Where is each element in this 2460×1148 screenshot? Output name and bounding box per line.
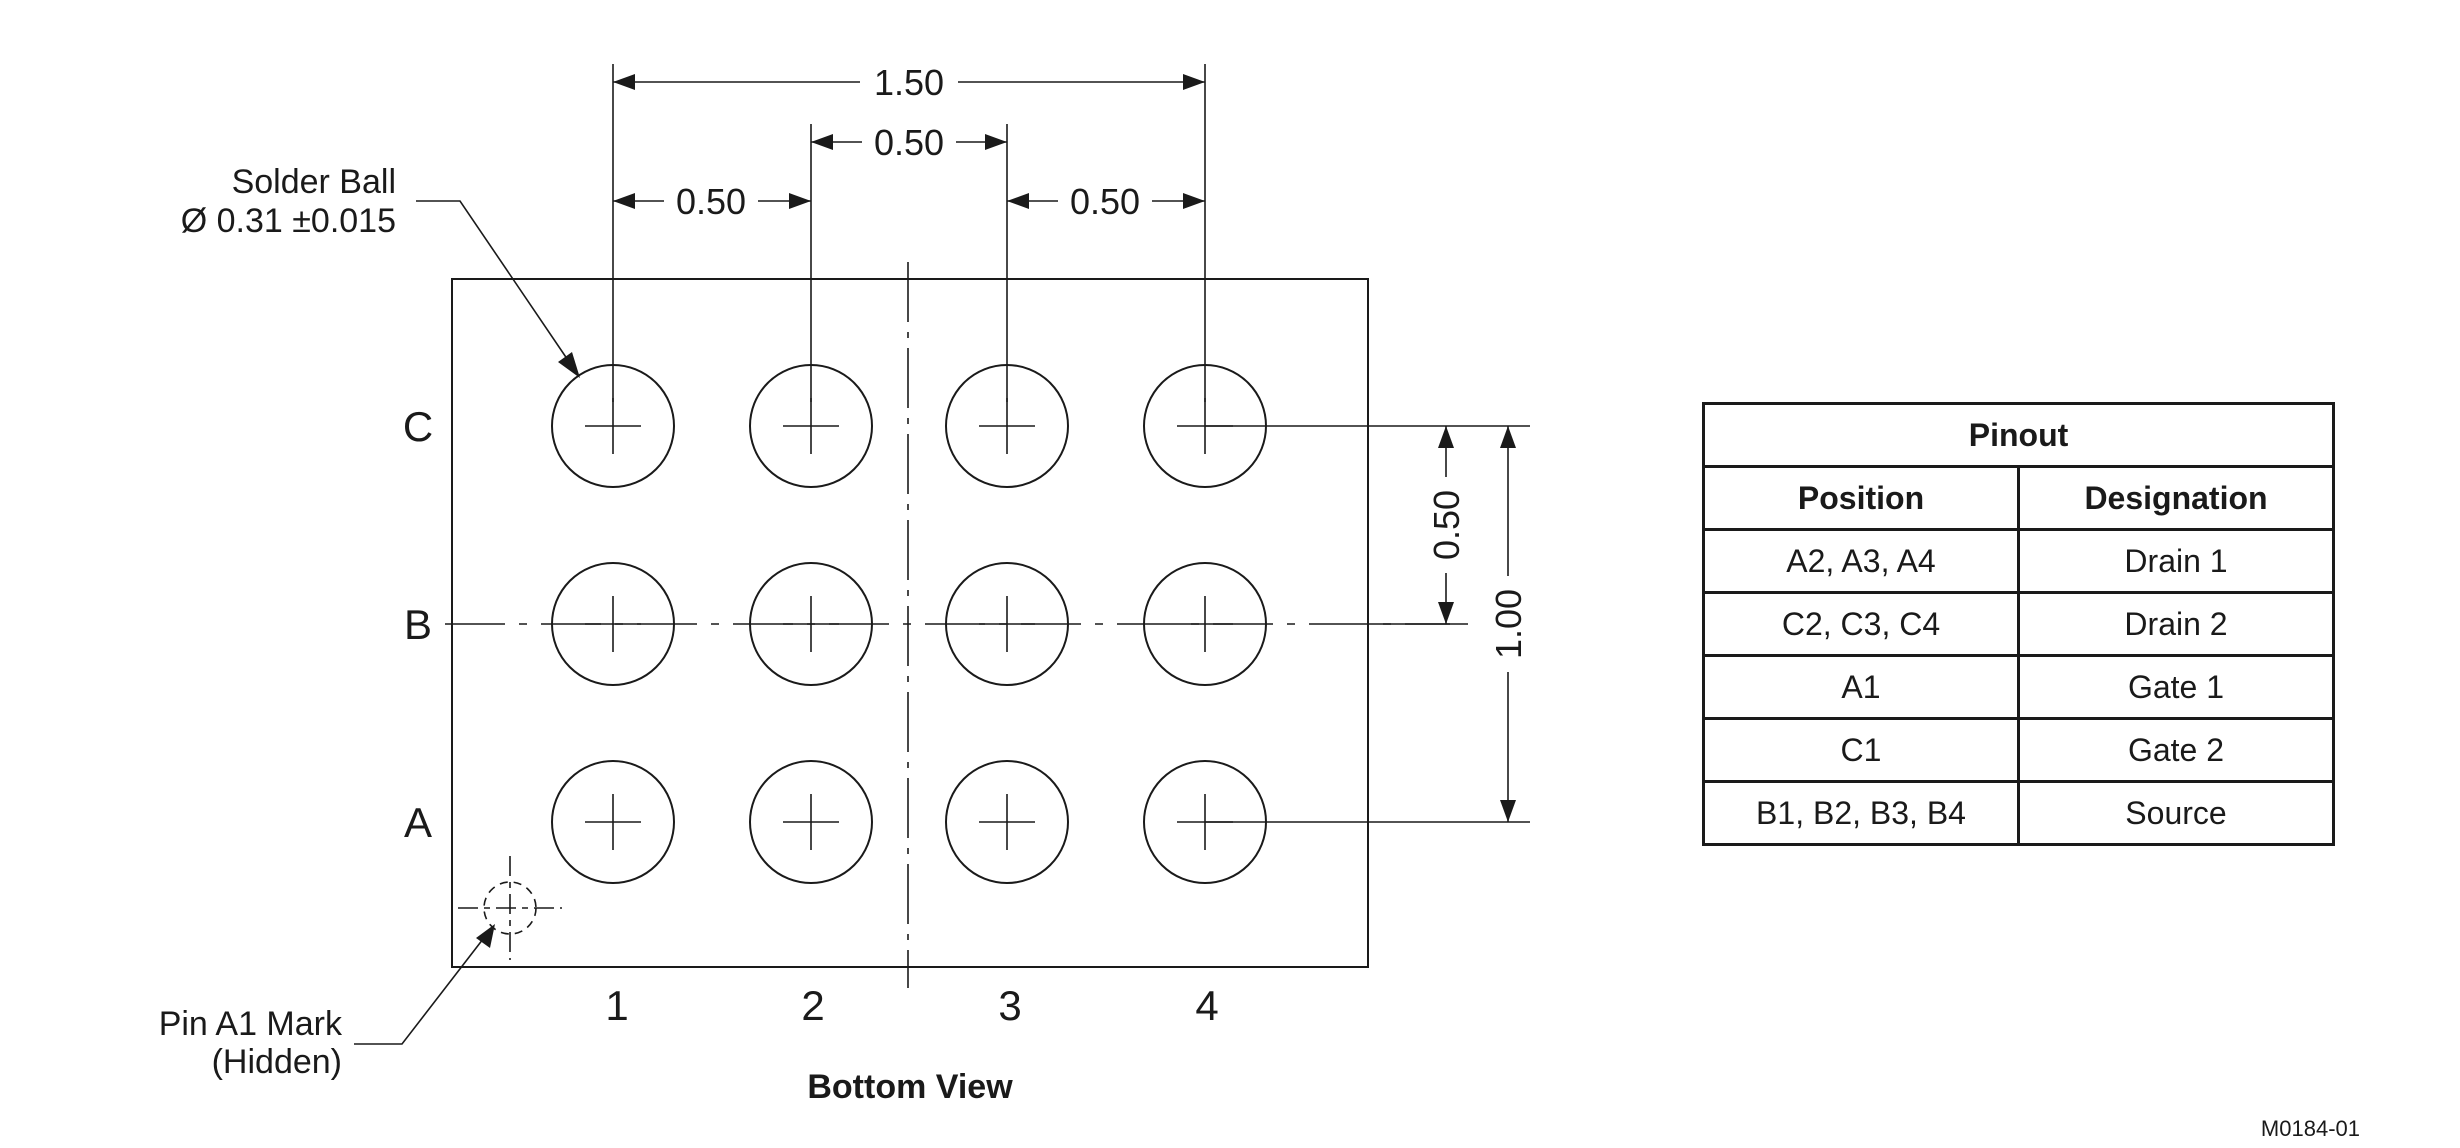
- table-row: B1, B2, B3, B4 Source: [1702, 780, 2335, 846]
- pinout-position: C2, C3, C4: [1702, 591, 2020, 657]
- dimension-pitch-right: 0.50: [1007, 181, 1205, 222]
- pinout-title: Pinout: [1702, 402, 2335, 468]
- figure-id: M0184-01: [2261, 1116, 2360, 1141]
- solder-ball-a1: [551, 760, 675, 884]
- table-row: C1 Gate 2: [1702, 717, 2335, 783]
- solder-ball-b4: [1143, 562, 1267, 686]
- solder-ball-c4: [1143, 364, 1267, 488]
- solder-ball-callout: Solder Ball Ø 0.31 ±0.015: [181, 163, 580, 378]
- solder-ball-b1: [551, 562, 675, 686]
- solder-ball-b2: [749, 562, 873, 686]
- pinout-table: Pinout Position Designation A2, A3, A4 D…: [1702, 402, 2335, 846]
- pinout-header-designation: Designation: [2017, 465, 2335, 531]
- row-label-a: A: [404, 799, 432, 846]
- pinout-position: A1: [1702, 654, 2020, 720]
- pinout-designation: Gate 1: [2017, 654, 2335, 720]
- dimension-row-pitch-label: 0.50: [1426, 490, 1467, 560]
- solder-ball-a2: [749, 760, 873, 884]
- dimension-row-pitch: 0.50: [1426, 426, 1467, 624]
- pin-a1-hidden-label: (Hidden): [212, 1043, 342, 1081]
- pin-a1-mark: [458, 856, 562, 960]
- column-label-3: 3: [998, 982, 1021, 1029]
- pinout-position: A2, A3, A4: [1702, 528, 2020, 594]
- view-title: Bottom View: [807, 1068, 1013, 1106]
- pinout-header-position: Position: [1702, 465, 2020, 531]
- solder-ball-c3: [945, 364, 1069, 488]
- solder-ball-label: Solder Ball: [232, 163, 396, 201]
- pinout-designation: Gate 2: [2017, 717, 2335, 783]
- row-label-b: B: [404, 601, 432, 648]
- column-label-1: 1: [605, 982, 628, 1029]
- table-row: A2, A3, A4 Drain 1: [1702, 528, 2335, 594]
- pinout-designation: Drain 2: [2017, 591, 2335, 657]
- solder-ball-c2: [749, 364, 873, 488]
- column-label-4: 4: [1195, 982, 1218, 1029]
- pinout-designation: Source: [2017, 780, 2335, 846]
- dimension-pitch-center: 0.50: [811, 122, 1007, 163]
- pinout-designation: Drain 1: [2017, 528, 2335, 594]
- dimension-pitch-center-label: 0.50: [874, 122, 944, 163]
- dimension-pitch-right-label: 0.50: [1070, 181, 1140, 222]
- table-row: C2, C3, C4 Drain 2: [1702, 591, 2335, 657]
- pin-a1-mark-label: Pin A1 Mark: [159, 1005, 343, 1043]
- solder-ball-a3: [945, 760, 1069, 884]
- column-label-2: 2: [801, 982, 824, 1029]
- dimension-overall-height-label: 1.00: [1488, 589, 1529, 659]
- pinout-position: C1: [1702, 717, 2020, 783]
- solder-ball-grid: [551, 364, 1267, 884]
- package-outline: [451, 278, 1369, 968]
- dimension-overall-width-label: 1.50: [874, 62, 944, 103]
- dimension-overall-height: 1.00: [1488, 426, 1529, 822]
- solder-ball-diameter-label: Ø 0.31 ±0.015: [181, 202, 396, 240]
- pin-a1-callout: Pin A1 Mark (Hidden): [159, 924, 495, 1081]
- pinout-position: B1, B2, B3, B4: [1702, 780, 2020, 846]
- solder-ball-b3: [945, 562, 1069, 686]
- solder-ball-c1: [551, 364, 675, 488]
- dimension-pitch-left: 0.50: [613, 181, 811, 222]
- dimension-overall-width: 1.50: [613, 62, 1205, 103]
- dimension-pitch-left-label: 0.50: [676, 181, 746, 222]
- solder-ball-a4: [1143, 760, 1267, 884]
- table-row: A1 Gate 1: [1702, 654, 2335, 720]
- row-label-c: C: [403, 403, 433, 450]
